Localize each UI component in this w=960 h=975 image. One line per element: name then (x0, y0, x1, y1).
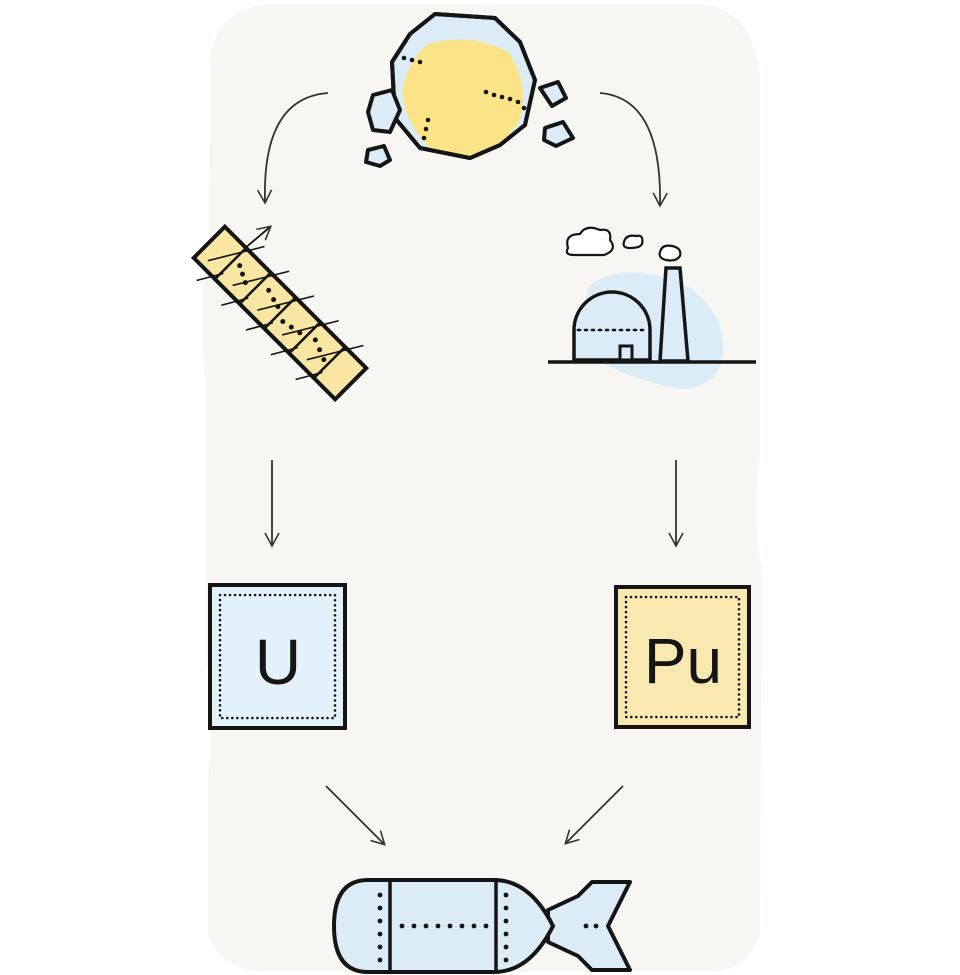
arrow-ore-to-reactor (599, 92, 668, 208)
plutonium-symbol: Pu (644, 625, 722, 697)
ore-rock-icon (364, 12, 575, 168)
bomb-icon (331, 878, 632, 974)
reactor-plant-icon (548, 226, 756, 389)
arrow-ore-to-enrichment (256, 92, 329, 205)
arrow-plutonium-to-bomb (564, 785, 624, 845)
arrow-uranium-to-bomb (325, 785, 386, 846)
uranium-element-tile: U (208, 583, 347, 730)
background-panel (202, 5, 763, 972)
smoke-cloud-icon (565, 226, 614, 257)
plutonium-element-tile: Pu (614, 585, 751, 729)
uranium-symbol: U (255, 626, 301, 698)
enrichment-rod-icon (190, 223, 370, 403)
